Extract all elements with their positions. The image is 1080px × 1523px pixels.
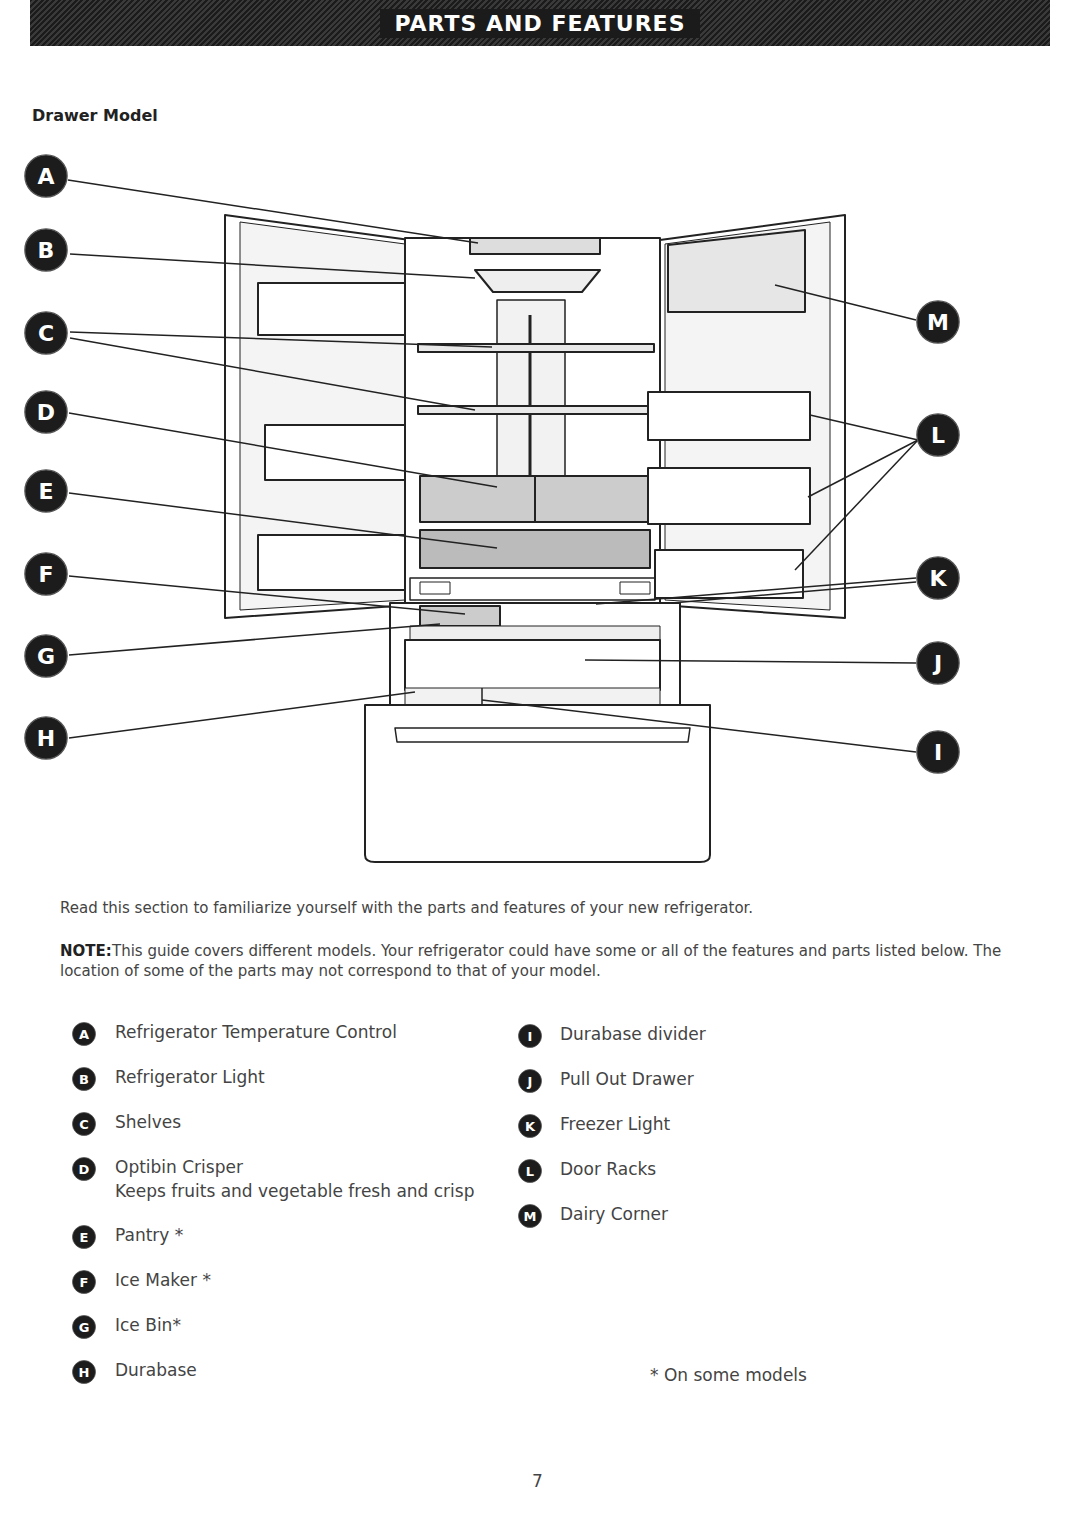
callout-letter: A [24, 154, 68, 198]
callout-circle: E [24, 469, 68, 513]
label-text: This guide covers different models. Your… [60, 941, 1035, 982]
callout-letter: D [24, 390, 68, 434]
callout-letter: L [916, 413, 960, 457]
callout-letter: K [916, 556, 960, 600]
callout-letter: G [24, 634, 68, 678]
label-text: Durabase [115, 1359, 475, 1382]
callout-letter: M [518, 1204, 542, 1228]
callout-circle: F [72, 1270, 96, 1294]
callout-circle: E [72, 1225, 96, 1249]
label-text: Ice Bin* [115, 1314, 475, 1337]
label-text: Refrigerator Light [115, 1066, 475, 1089]
callout-letter: L [518, 1159, 542, 1183]
callout-letter: H [24, 716, 68, 760]
label-text: Durabase divider [560, 1023, 920, 1046]
label-text: Keeps fruits and vegetable fresh and cri… [115, 1180, 515, 1203]
page-number: 7 [532, 1470, 572, 1493]
callout-letter: E [72, 1225, 96, 1249]
callout-letter: C [72, 1112, 96, 1136]
callout-letter: B [72, 1067, 96, 1091]
label-text: * On some models [650, 1364, 950, 1387]
callout-circle: L [916, 413, 960, 457]
callout-letter: I [518, 1024, 542, 1048]
callout-circle: M [916, 300, 960, 344]
callout-letter: G [72, 1315, 96, 1339]
callout-circle: M [518, 1204, 542, 1228]
callout-circle: G [72, 1315, 96, 1339]
callout-circle: C [24, 311, 68, 355]
callout-letter: H [72, 1360, 96, 1384]
callout-circle: D [24, 390, 68, 434]
callout-circle: I [916, 730, 960, 774]
callout-letter: D [72, 1157, 96, 1181]
callout-letter: I [916, 730, 960, 774]
label-text: Ice Maker * [115, 1269, 475, 1292]
label-text: Freezer Light [560, 1113, 920, 1136]
callout-circle: A [72, 1022, 96, 1046]
callout-circle: C [72, 1112, 96, 1136]
callout-letter: J [916, 641, 960, 685]
callout-circle: L [518, 1159, 542, 1183]
callout-circle: J [518, 1069, 542, 1093]
callout-circle: D [72, 1157, 96, 1181]
callout-circle: F [24, 552, 68, 596]
callout-circle: H [24, 716, 68, 760]
label-text: Read this section to familiarize yoursel… [60, 898, 1050, 918]
label-text: Shelves [115, 1111, 475, 1134]
callout-letter: B [24, 228, 68, 272]
callout-letter: F [24, 552, 68, 596]
callout-circle: A [24, 154, 68, 198]
callout-circle: I [518, 1024, 542, 1048]
callout-circle: H [72, 1360, 96, 1384]
callout-letter: C [24, 311, 68, 355]
label-text: Optibin Crisper [115, 1156, 475, 1179]
callout-circle: J [916, 641, 960, 685]
callout-circle: K [916, 556, 960, 600]
callout-letter: A [72, 1022, 96, 1046]
callout-letter: J [518, 1069, 542, 1093]
title-text: PARTS AND FEATURES [380, 9, 699, 38]
label-text: Refrigerator Temperature Control [115, 1021, 475, 1044]
title-band: PARTS AND FEATURES [30, 0, 1050, 46]
callout-circle: B [24, 228, 68, 272]
label-text: Drawer Model [32, 105, 332, 127]
label-text: Pull Out Drawer [560, 1068, 920, 1091]
callout-letter: M [916, 300, 960, 344]
callout-circle: B [72, 1067, 96, 1091]
callout-circle: K [518, 1114, 542, 1138]
callout-circle: G [24, 634, 68, 678]
label-text: Door Racks [560, 1158, 920, 1181]
callout-letter: E [24, 469, 68, 513]
callout-letter: K [518, 1114, 542, 1138]
callout-letter: F [72, 1270, 96, 1294]
label-text: Pantry * [115, 1224, 475, 1247]
label-text: Dairy Corner [560, 1203, 920, 1226]
